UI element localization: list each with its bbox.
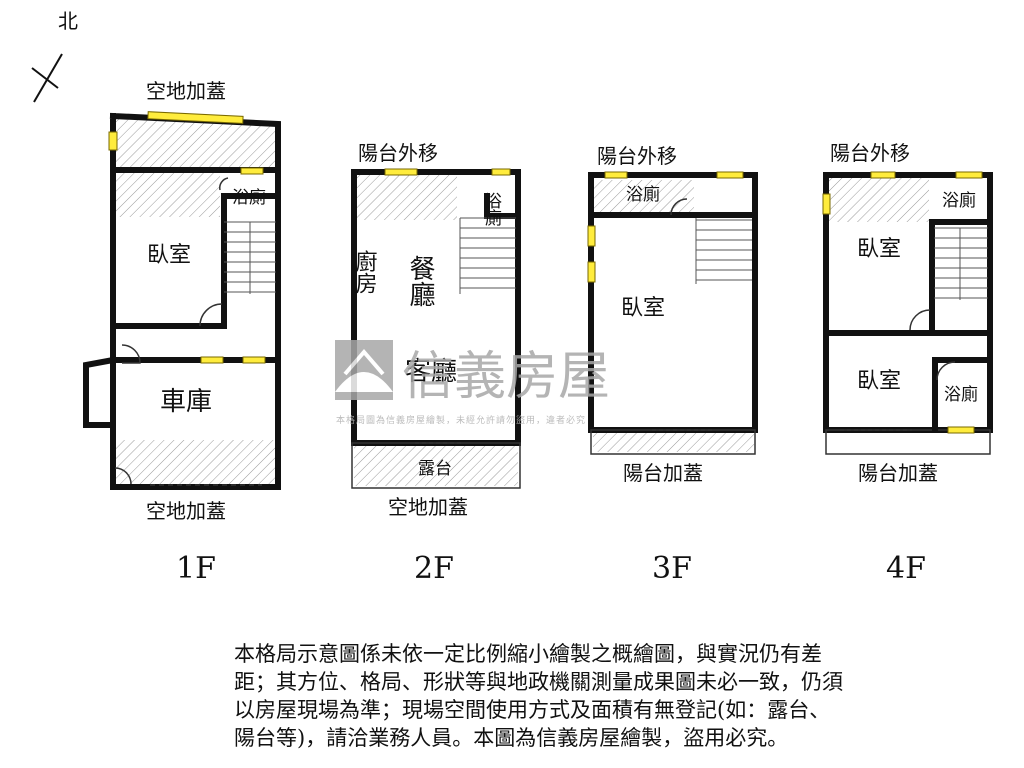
2f-dining-label: 餐廳 xyxy=(405,255,435,307)
disclaimer-line-1: 本格局示意圖係未依一定比例縮小繪製之概繪圖，與實況仍有差 xyxy=(234,642,822,666)
floor-2f: 陽台外移 浴廁 廚房 餐廳 客廳 露台 空地加蓋 2F xyxy=(351,141,521,586)
disclaimer-line-2: 距；其方位、格局、形狀等與地政機關測量成果圖未必一致，仍須 xyxy=(234,670,843,694)
disclaimer-line-4: 陽台等)，請洽業務人員。本圖為信義房屋繪製，盜用必究。 xyxy=(234,726,789,750)
watermark-notice: 本格局圖為信義房屋繪製，未經允許請勿盜用，違者必究 xyxy=(336,414,586,426)
4f-top-label: 陽台外移 xyxy=(830,141,910,165)
2f-living-label: 客廳 xyxy=(405,357,457,387)
1f-top-label: 空地加蓋 xyxy=(146,79,226,103)
floor-plan-diagram: 北 空地加蓋 浴廁 臥室 車庫 xyxy=(31,9,993,586)
1f-bottom-label: 空地加蓋 xyxy=(146,499,226,523)
north-arrow-icon xyxy=(33,53,63,103)
stair-3f xyxy=(695,218,752,284)
4f-floor-label: 4F xyxy=(886,551,926,586)
2f-kitchen-label: 廚房 xyxy=(352,250,378,294)
2f-bath-label-1: 浴廁 xyxy=(481,192,502,227)
4f-bottom-label: 陽台加蓋 xyxy=(858,461,938,485)
4f-bedroom-label-2: 臥室 xyxy=(857,369,901,394)
floor-4f: 陽台外移 浴廁 臥室 臥室 浴廁 陽台加蓋 4F xyxy=(822,141,993,586)
2f-terrace-label: 露台 xyxy=(418,459,452,479)
stair-2f xyxy=(459,217,516,294)
floor-3f: 陽台外移 浴廁 臥室 陽台加蓋 3F xyxy=(587,144,758,586)
disclaimer-text: 本格局示意圖係未依一定比例縮小繪製之概繪圖，與實況仍有差 距；其方位、格局、形狀… xyxy=(234,640,974,752)
brand-logo-icon xyxy=(335,340,393,400)
3f-top-label: 陽台外移 xyxy=(597,144,677,168)
watermark-brand: 信義房屋 xyxy=(402,347,610,407)
watermark: 信義房屋 本格局圖為信義房屋繪製，未經允許請勿盜用，違者必究 xyxy=(335,340,610,426)
3f-bedroom-label: 臥室 xyxy=(621,296,665,321)
2f-top-label: 陽台外移 xyxy=(358,141,438,165)
4f-bedroom-label-1: 臥室 xyxy=(857,237,901,262)
1f-floor-label: 1F xyxy=(176,551,216,586)
1f-bath-label: 浴廁 xyxy=(232,187,266,208)
3f-floor-label: 3F xyxy=(652,551,692,586)
2f-floor-label: 2F xyxy=(414,551,454,586)
4f-bath-label-2: 浴廁 xyxy=(944,384,978,405)
3f-bottom-label: 陽台加蓋 xyxy=(623,461,703,485)
stair-1f xyxy=(224,221,276,294)
1f-garage-label: 車庫 xyxy=(160,387,212,417)
stair-4f xyxy=(934,227,988,300)
floor-1f: 空地加蓋 浴廁 臥室 車庫 空地加蓋 1F xyxy=(83,79,281,586)
2f-bottom-label: 空地加蓋 xyxy=(388,495,468,519)
3f-bath-label: 浴廁 xyxy=(626,184,660,205)
4f-bath-label-1: 浴廁 xyxy=(942,190,976,211)
1f-bedroom-label: 臥室 xyxy=(147,243,191,268)
compass: 北 xyxy=(31,9,78,103)
compass-north-label: 北 xyxy=(58,9,78,33)
disclaimer-line-3: 以房屋現場為準；現場空間使用方式及面積有無登記(如：露台、 xyxy=(234,698,831,722)
